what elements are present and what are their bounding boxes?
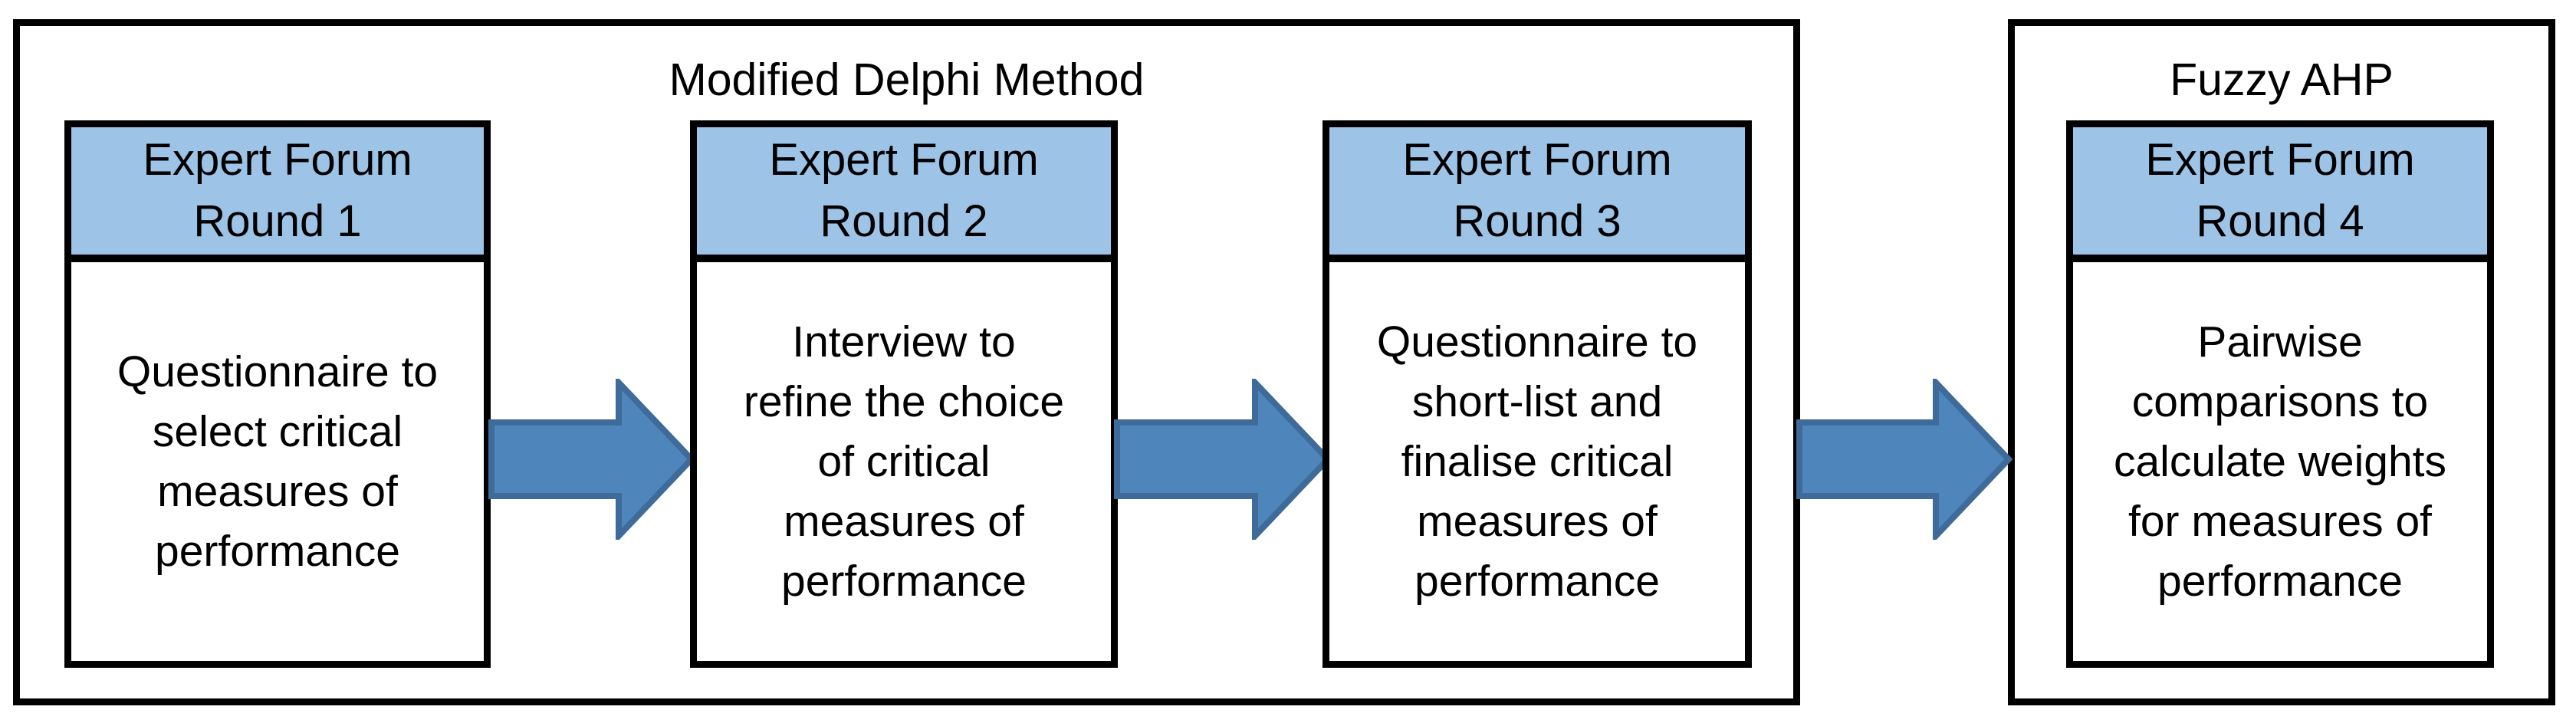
body-line: for measures of — [2128, 497, 2432, 546]
fuzzy-ahp-group-title: Fuzzy AHP — [2170, 54, 2394, 105]
header-line: Expert Forum — [1402, 135, 1672, 185]
expert-forum-round-2-box: Expert Forum Round 2 Interview to refine… — [690, 120, 1118, 668]
body-line: select critical — [152, 407, 403, 456]
body-line: Interview to — [792, 317, 1016, 366]
header-line: Round 3 — [1453, 196, 1622, 246]
body-line: performance — [2157, 557, 2403, 606]
expert-forum-round-4-box: Expert Forum Round 4 Pairwise comparison… — [2066, 120, 2494, 668]
expert-forum-round-3-header: Expert Forum Round 3 — [1329, 127, 1745, 262]
block-arrow-right-icon — [1114, 379, 1332, 540]
body-line: measures of — [157, 467, 398, 516]
body-line: Questionnaire to — [117, 347, 439, 396]
body-line: calculate weights — [2113, 437, 2447, 486]
body-line: finalise critical — [1401, 437, 1674, 486]
fuzzy-ahp-group-frame — [2008, 19, 2555, 705]
flow-arrow-round2-to-round3 — [1114, 379, 1332, 540]
expert-forum-round-2-header: Expert Forum Round 2 — [697, 127, 1111, 262]
body-line: refine the choice — [743, 377, 1065, 426]
flow-arrow-round1-to-round2 — [488, 379, 695, 540]
expert-forum-round-3-box: Expert Forum Round 3 Questionnaire to sh… — [1322, 120, 1752, 668]
delphi-method-group-title: Modified Delphi Method — [669, 54, 1145, 105]
body-line: Questionnaire to — [1376, 317, 1698, 366]
header-line: Expert Forum — [143, 135, 412, 185]
body-line: short-list and — [1411, 377, 1663, 426]
expert-forum-round-4-header: Expert Forum Round 4 — [2073, 127, 2487, 262]
header-line: Expert Forum — [769, 135, 1039, 185]
delphi-method-group-frame — [13, 19, 1800, 705]
header-line: Round 2 — [820, 196, 988, 246]
header-line: Round 4 — [2196, 196, 2364, 246]
expert-forum-round-1-header: Expert Forum Round 1 — [71, 127, 484, 262]
body-line: measures of — [784, 497, 1024, 546]
body-line: performance — [1414, 557, 1660, 606]
block-arrow-right-icon — [1796, 379, 2013, 540]
block-arrow-right-icon — [488, 379, 695, 540]
expert-forum-round-2-description: Interview to refine the choice of critic… — [697, 262, 1111, 661]
body-line: Pairwise — [2197, 317, 2363, 366]
expert-forum-round-1-description: Questionnaire to select critical measure… — [71, 262, 484, 661]
header-line: Expert Forum — [2145, 135, 2415, 185]
expert-forum-round-1-box: Expert Forum Round 1 Questionnaire to se… — [64, 120, 491, 668]
flow-arrow-round3-to-round4 — [1796, 379, 2013, 540]
expert-forum-round-3-description: Questionnaire to short-list and finalise… — [1329, 262, 1745, 661]
expert-forum-round-4-description: Pairwise comparisons to calculate weight… — [2073, 262, 2487, 661]
body-line: measures of — [1417, 497, 1658, 546]
body-line: comparisons to — [2131, 377, 2429, 426]
body-line: performance — [155, 527, 400, 576]
body-line: of critical — [817, 437, 991, 486]
body-line: performance — [781, 557, 1027, 606]
header-line: Round 1 — [193, 196, 362, 246]
